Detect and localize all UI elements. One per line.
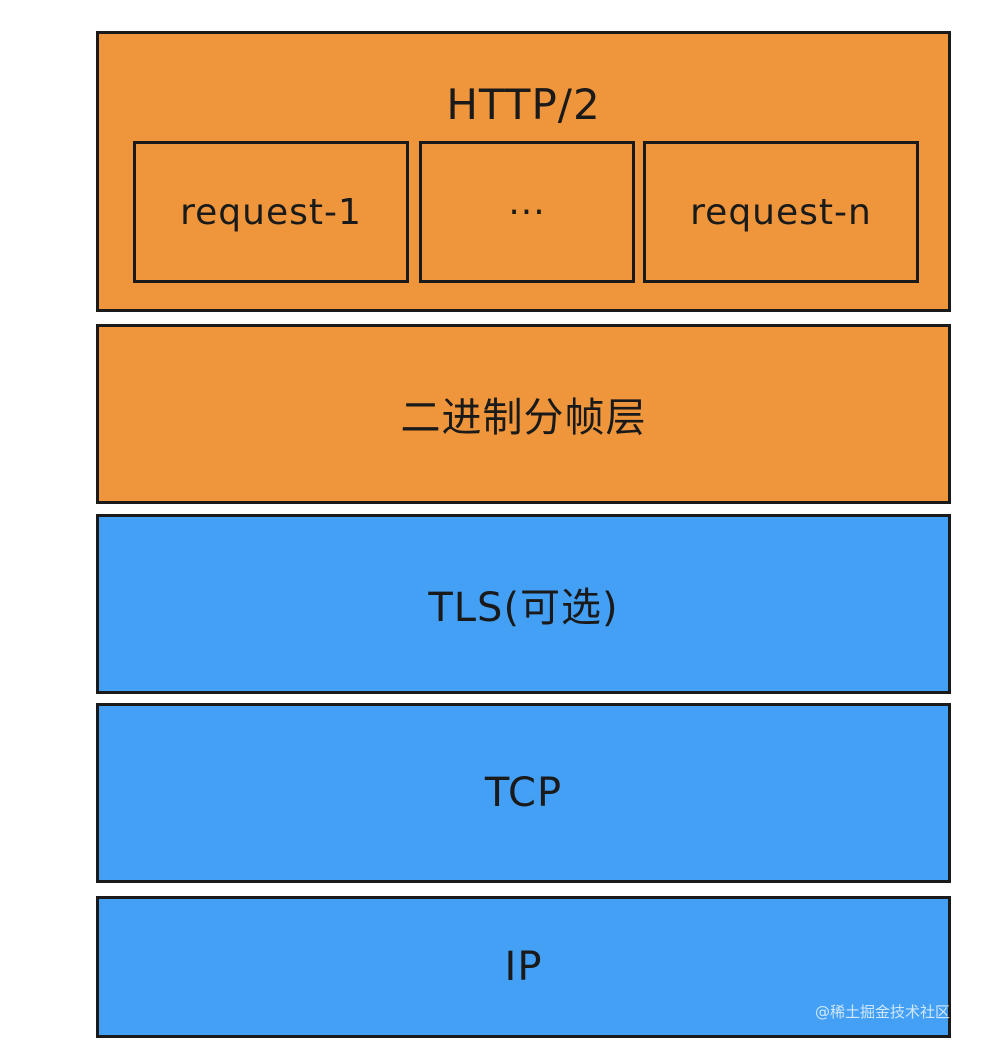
binary-framing-label: 二进制分帧层 [400, 395, 647, 441]
request-box-1: request-1 [133, 141, 409, 283]
http2-layer-title: HTTP/2 [446, 80, 601, 129]
http2-layer: HTTP/2 request-1 ··· request-n [96, 31, 951, 312]
tcp-label: TCP [484, 770, 563, 816]
binary-framing-layer: 二进制分帧层 [96, 324, 951, 504]
ip-label: IP [504, 944, 543, 990]
tls-label: TLS(可选) [428, 585, 619, 631]
watermark-text: @稀土掘金技术社区 [814, 1003, 950, 1021]
tls-layer: TLS(可选) [96, 514, 951, 694]
request-box-n: request-n [643, 141, 919, 283]
ip-layer: IP [96, 896, 951, 1038]
tcp-layer: TCP [96, 703, 951, 883]
request-box-ellipsis: ··· [419, 141, 635, 283]
